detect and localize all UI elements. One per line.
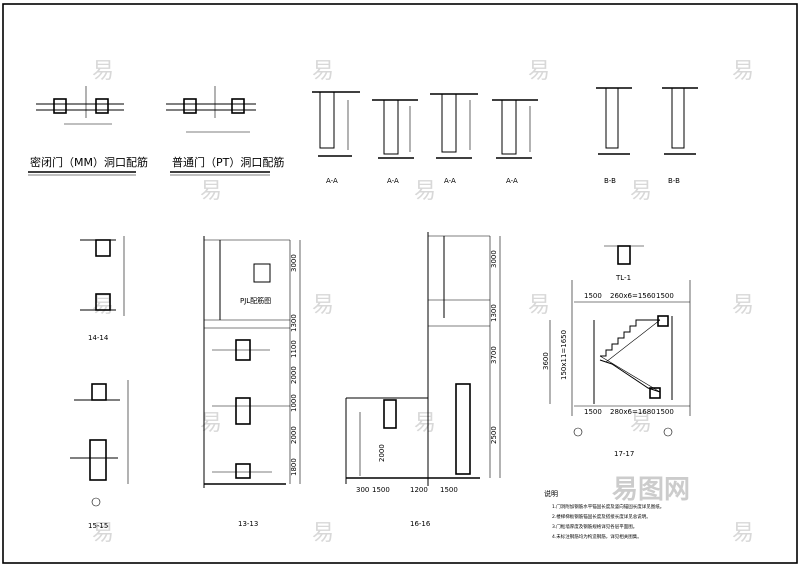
pt-door-title: 普通门（PT）洞口配筋 [172,155,284,169]
dim-1300: 1300 [290,314,298,332]
dim-260: 260x6=1560 [610,292,656,300]
watermark-glyph: 易 [92,293,114,318]
watermark-glyph: 易 [528,293,550,318]
aa-sections [312,91,538,159]
note-line-1: 1.门洞附加钢筋水平锚固长度及竖向锚固长度详见图纸。 [552,503,664,510]
section-15-title: 15-15 [88,522,108,530]
dim-2000b: 2000 [290,426,298,444]
bb-title-2: B-B [668,177,680,185]
dim-2500: 2500 [490,426,498,444]
dim-150: 150x11=1650 [560,330,568,380]
watermark-glyph: 易 [312,521,334,546]
aa-title-2: A-A [387,177,399,185]
dim-1800: 1800 [290,458,298,476]
dim-2000: 2000 [290,366,298,384]
section-14-title: 14-14 [88,334,109,342]
section-13-detail [203,236,301,488]
watermark-glyph: 易 [312,293,334,318]
watermark-glyph: 易 [312,59,334,84]
section-15-detail [70,380,129,507]
watermark-glyph: 易 [92,521,114,546]
sheet-border [2,3,798,564]
section-17-title: 17-17 [614,450,634,458]
watermark-glyph: 易 [92,59,114,84]
note-line-4: 4.未标注钢筋均为构造钢筋，详见相关图集。 [552,533,642,540]
dim-3600: 3600 [542,352,550,370]
watermarks: 易 易 易 易 易 易 易 易 易 易 易 易 易 易 易 易 易 易图网 [92,59,754,546]
watermark-glyph: 易 [630,179,652,204]
watermark-glyph: 易 [732,293,754,318]
watermark-logo: 易图网 [612,475,690,505]
tl-beam-detail [604,245,644,265]
aa-title-4: A-A [506,177,518,185]
mm-door-detail [28,86,136,176]
note-line-3: 3.门框墙厚度及钢筋规格详见各层平面图。 [552,523,637,530]
dim-1500f: 1500 [440,486,458,494]
stair-section-17 [549,280,691,437]
watermark-glyph: 易 [200,179,222,204]
section-16-detail [345,232,501,486]
dim-1500e: 1500 [372,486,390,494]
watermark-glyph: 易 [200,411,222,436]
note-line-2: 2.楼梯梯板钢筋锚固长度及搭接长度详见总说明。 [552,513,651,520]
watermark-glyph: 易 [414,179,436,204]
mm-door-title: 密闭门（MM）洞口配筋 [30,155,148,169]
dim-3000b: 3000 [490,250,498,268]
dim-280: 280x6=1680 [610,408,656,416]
watermark-glyph: 易 [732,521,754,546]
watermark-glyph: 易 [630,411,652,436]
watermark-glyph: 易 [732,59,754,84]
dim-1100: 1100 [290,340,298,358]
watermark-glyph: 易 [414,411,436,436]
notes-title: 说明 [544,489,558,498]
bb-sections [596,87,698,155]
watermark-glyph: 易 [528,59,550,84]
section-13-title: 13-13 [238,520,258,528]
pt-door-detail [166,86,270,176]
dim-3000: 3000 [290,254,298,272]
aa-title-3: A-A [444,177,456,185]
dim-2000c: 2000 [378,444,386,462]
dim-3700: 3700 [490,346,498,364]
dim-1200b: 1200 [410,486,428,494]
dim-300: 300 [356,486,369,494]
section-16-title: 16-16 [410,520,431,528]
dim-1000: 1000 [290,394,298,412]
tl-title: TL-1 [615,274,631,282]
dim-1500a: 1500 [584,292,602,300]
dim-1500b: 1500 [656,292,674,300]
pjl-label: PJL配筋图 [240,296,271,305]
dim-1500c: 1500 [584,408,602,416]
aa-title-1: A-A [326,177,338,185]
section-14-detail [80,236,125,316]
dim-1300b: 1300 [490,304,498,322]
bb-title-1: B-B [604,177,616,185]
dim-1500d: 1500 [656,408,674,416]
